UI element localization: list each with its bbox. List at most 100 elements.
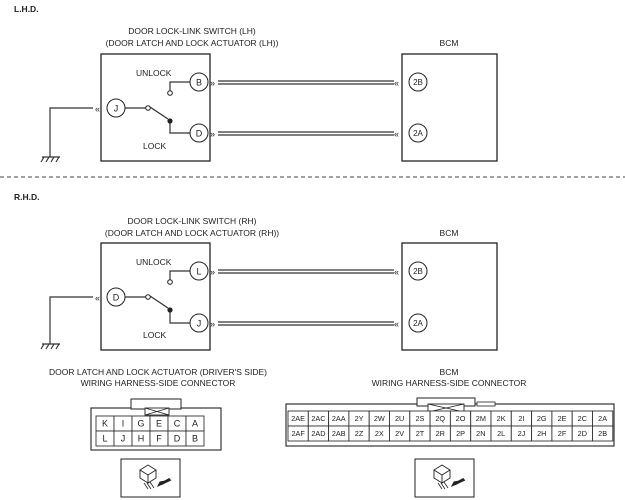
rhd-lock-contact (167, 307, 173, 313)
connector-pin-label: 2F (558, 429, 567, 438)
connector-pin-label: 2R (436, 429, 445, 438)
rhd-bcm-pin-unlock (408, 261, 428, 281)
rhd-connector-marker-2: » (210, 319, 215, 329)
lhd-unlock-label: UNLOCK (136, 68, 172, 78)
lhd-pin-lock-label: D (196, 129, 203, 139)
rhd-bcm-pin-lock (408, 313, 428, 333)
connector-pin-label: C (174, 419, 181, 429)
connector-pin-label: I (122, 419, 125, 429)
connector-pin-label: B (192, 434, 198, 444)
connector-pin-label: D (174, 434, 181, 444)
rhd-lock-label: LOCK (143, 330, 166, 340)
left-connector-view-icon (120, 458, 181, 498)
lhd-ground-connector-marker: « (95, 104, 100, 114)
rhd-pin-lock-label: J (197, 319, 202, 329)
lhd-connector-marker-1: » (210, 78, 215, 88)
connector-pin-label: 2AA (332, 414, 346, 423)
connector-pin-label: 2AE (291, 414, 305, 423)
connector-pin-label: 2E (558, 414, 567, 423)
connector-pin-label: 2L (497, 429, 505, 438)
rhd-switch-title-1: DOOR LOCK-LINK SWITCH (RH) (128, 216, 257, 226)
connector-pin-label: 2A (598, 414, 607, 423)
lhd-lock-label: LOCK (143, 141, 166, 151)
rhd-bcm-title: BCM (440, 228, 459, 238)
connector-pin-label: J (121, 434, 126, 444)
connector-cell (185, 430, 205, 447)
left-connector-title-1: DOOR LATCH AND LOCK ACTUATOR (DRIVER'S S… (49, 367, 267, 377)
connector-pin-label: 2I (518, 414, 524, 423)
rhd-ground-wire (49, 296, 93, 344)
lhd-bcm-pin-unlock-label: 2B (413, 78, 423, 87)
connector-pin-label: 2G (537, 414, 547, 423)
rhd-ground-pin-label: D (113, 293, 120, 303)
rhd-pin-unlock-label: L (196, 267, 201, 277)
lhd-lock-contact (167, 118, 173, 124)
connector-pin-label: 2S (415, 414, 424, 423)
connector-pin-label: 2M (476, 414, 486, 423)
lhd-bcm-marker-2: « (394, 129, 399, 139)
lhd-switch-title-1: DOOR LOCK-LINK SWITCH (LH) (128, 26, 256, 36)
connector-pin-label: 2P (456, 429, 465, 438)
lhd-ground-pin-label: J (114, 104, 119, 114)
connector-pin-label: K (102, 419, 108, 429)
connector-pin-label: F (156, 434, 162, 444)
lhd-bcm-marker-1: « (394, 78, 399, 88)
lhd-section-label: L.H.D. (14, 4, 39, 14)
rhd-pin-unlock (189, 261, 209, 281)
rhd-ground-connector-marker: « (95, 293, 100, 303)
connector-pin-label: 2AF (291, 429, 305, 438)
lhd-lock-wire (169, 123, 190, 134)
connector-pin-label: 2T (416, 429, 425, 438)
lhd-connector-marker-2: » (210, 129, 215, 139)
rhd-bcm-pin-unlock-label: 2B (413, 267, 423, 276)
lhd-bcm-pin-lock (408, 123, 428, 143)
lhd-pin-lock (189, 123, 209, 143)
lhd-pin-unlock-label: B (196, 78, 202, 88)
connector-pin-label: E (156, 419, 162, 429)
connector-pin-label: 2H (537, 429, 546, 438)
rhd-ground-icon (40, 343, 60, 350)
rhd-lock-wire (169, 312, 190, 324)
connector-pin-label: 2AB (332, 429, 346, 438)
connector-pin-label: 2O (456, 414, 466, 423)
left-connector-title-2: WIRING HARNESS-SIDE CONNECTOR (81, 378, 236, 388)
rhd-bcm-box (401, 242, 498, 351)
right-connector-title-1: BCM (440, 367, 459, 377)
connector-pin-label: H (138, 434, 145, 444)
rhd-unlock-label: UNLOCK (136, 257, 172, 267)
lhd-switch-blade (149, 106, 169, 120)
rhd-switch-pivot (145, 294, 151, 300)
lhd-bcm-title: BCM (440, 38, 459, 48)
lhd-ground-wire (49, 107, 93, 157)
connector-pin-label: 2U (395, 414, 404, 423)
rhd-bcm-pin-lock-label: 2A (413, 319, 423, 328)
connector-pin-label: 2K (497, 414, 506, 423)
connector-pin-label: L (102, 434, 107, 444)
connector-pin-label: 2Z (355, 429, 364, 438)
lhd-ground-icon (40, 156, 60, 163)
connector-pin-label: 2V (395, 429, 404, 438)
connector-pin-label: 2N (476, 429, 485, 438)
connector-pin-label: 2AC (311, 414, 325, 423)
right-connector-title-2: WIRING HARNESS-SIDE CONNECTOR (372, 378, 527, 388)
rhd-connector-marker-1: » (210, 267, 215, 277)
connector-pin-label: G (137, 419, 144, 429)
rhd-unlock-contact (167, 279, 173, 285)
connector-pin-label: 2J (518, 429, 526, 438)
lhd-switch-pivot (145, 105, 151, 111)
connector-pin-label: 2X (375, 429, 384, 438)
lhd-switch-title-2: (DOOR LATCH AND LOCK ACTUATOR (LH)) (106, 38, 279, 48)
rhd-bcm-marker-1: « (394, 267, 399, 277)
lhd-bcm-box (401, 53, 498, 162)
lhd-bcm-pin-unlock (408, 72, 428, 92)
right-connector-view-icon (414, 458, 475, 498)
connector-pin-label: 2Y (355, 414, 364, 423)
connector-pin-label: 2D (578, 429, 587, 438)
rhd-switch-blade (149, 295, 169, 309)
connector-cell (592, 425, 614, 442)
lhd-unlock-contact (167, 90, 173, 96)
connector-pin-label: 2W (374, 414, 385, 423)
